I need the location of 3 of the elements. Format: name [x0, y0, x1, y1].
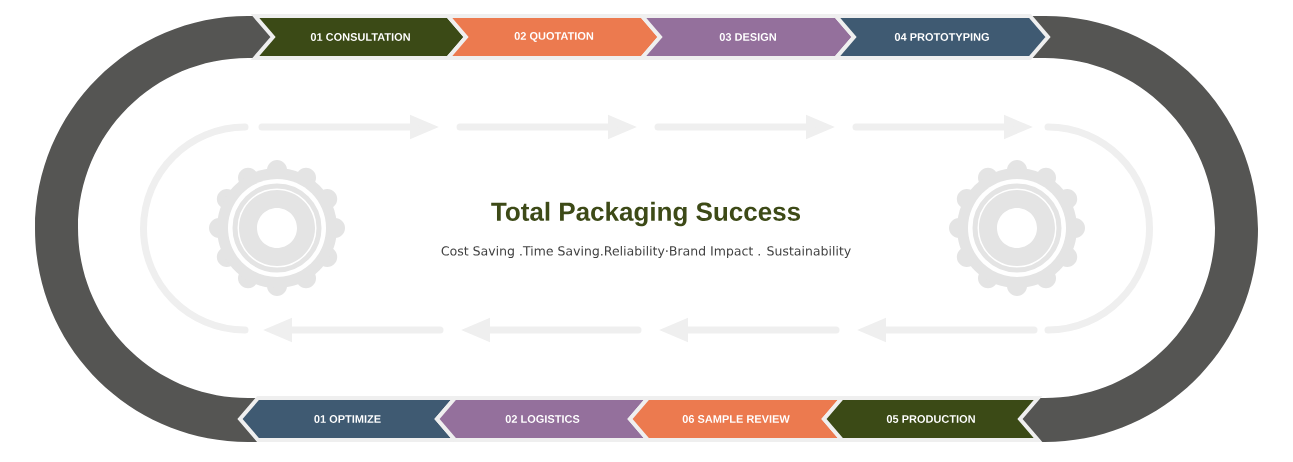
step-banner: 01 CONSULTATION [250, 14, 469, 60]
subtitle: Cost Saving .Time Saving.Reliability·Brand Impact . Sustainability [441, 245, 851, 259]
title: Total Packaging Success [491, 201, 800, 227]
